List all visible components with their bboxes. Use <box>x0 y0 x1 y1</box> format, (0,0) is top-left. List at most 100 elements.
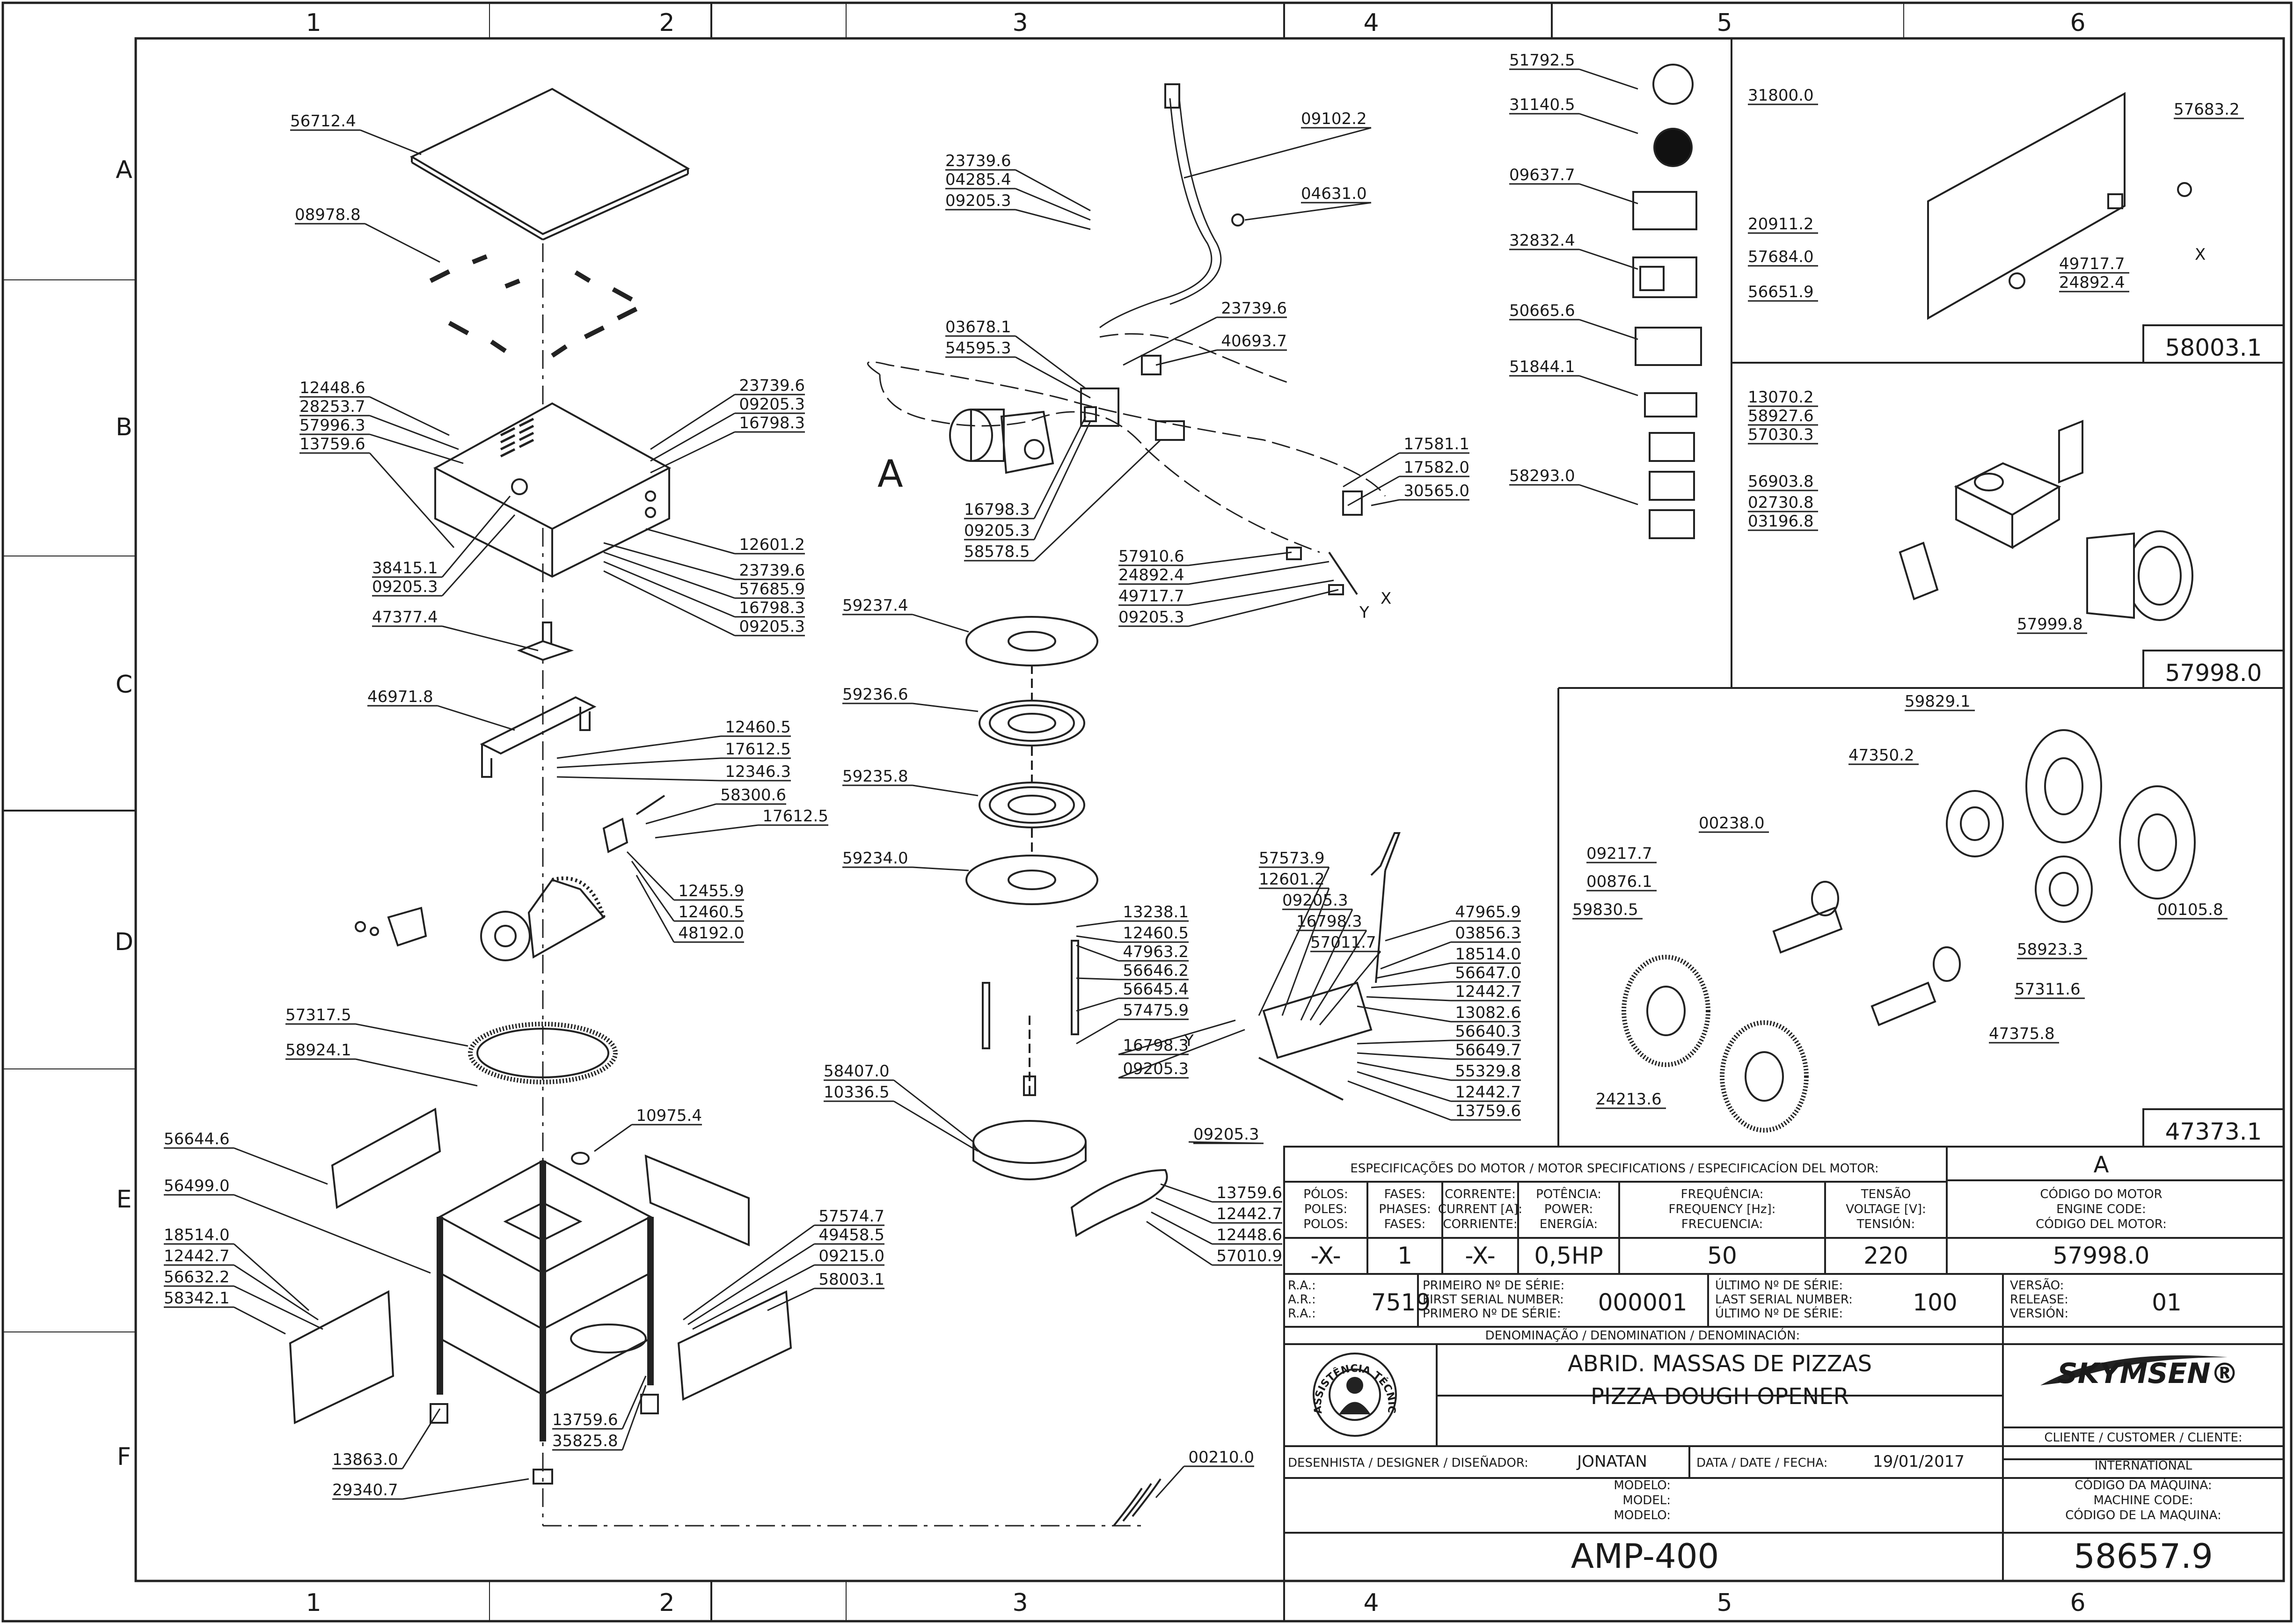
leader-line <box>1371 499 1400 506</box>
row-label: F <box>117 1443 131 1471</box>
leader-line <box>692 1264 815 1330</box>
leader-line <box>556 776 721 782</box>
part-number-label: 13759.6 <box>300 435 365 454</box>
detail-part-number: 00105.8 <box>2157 900 2223 919</box>
machine-code-label: CÓDIGO DA MÁQUINA: <box>2075 1478 2212 1492</box>
column-label: 1 <box>306 1589 321 1617</box>
part-number-label: 17582.0 <box>1403 458 1469 477</box>
column-label: 4 <box>1363 9 1379 37</box>
detail-part-number: 00238.0 <box>1699 814 1765 833</box>
designer-value: JONATAN <box>1576 1452 1647 1471</box>
leader-line <box>1579 183 1638 205</box>
leader-line <box>687 1243 815 1325</box>
leader-line <box>1033 439 1162 562</box>
part-number-label: 09205.3 <box>739 395 805 414</box>
leader-line <box>1076 944 1119 962</box>
leader-line <box>645 803 716 825</box>
motor-spec-label: PÓLOS: <box>1303 1186 1348 1201</box>
leader-line <box>1357 1071 1451 1102</box>
column-grid <box>3 3 1904 1621</box>
column-label: 3 <box>1012 9 1028 37</box>
leader-line <box>1015 188 1091 221</box>
leader-line <box>1155 349 1217 366</box>
part-number-label: 09102.2 <box>1301 110 1367 128</box>
client-label: CLIENTE / CUSTOMER / CLIENTE: <box>2044 1431 2242 1445</box>
roller-discs <box>965 616 1401 1527</box>
detail-part-number: 47350.2 <box>1848 746 1914 765</box>
leader-line <box>1357 1052 1451 1060</box>
leader-line <box>893 1079 974 1143</box>
leader-line <box>1033 421 1091 540</box>
motor-spec-label: CORRIENTE: <box>1443 1217 1517 1231</box>
part-number-label: 12455.9 <box>678 882 744 900</box>
leader-line <box>767 1287 815 1311</box>
motor-spec-label: FREQUENCY [Hz]: <box>1669 1202 1776 1216</box>
part-number-label: 59234.0 <box>842 849 908 868</box>
part-number-label: 56632.2 <box>164 1268 230 1287</box>
leader-line <box>912 614 969 633</box>
leader-line <box>441 496 511 578</box>
motor-spec-label: ENGINE CODE: <box>2056 1202 2146 1216</box>
leader-line <box>1579 484 1638 505</box>
leader-line <box>1579 375 1638 396</box>
version-value: 01 <box>2152 1289 2182 1316</box>
part-number-label: 57011.7 <box>1310 933 1376 952</box>
product-name-pt: ABRID. MASSAS DE PIZZAS <box>1568 1351 1872 1377</box>
part-number-label: 16798.3 <box>1123 1036 1189 1055</box>
axis-label: X <box>2195 245 2206 264</box>
part-number-label: 09205.3 <box>964 521 1030 540</box>
part-number-label: 12460.5 <box>678 903 744 922</box>
leader-line <box>437 705 515 731</box>
leader-line <box>893 1100 979 1152</box>
ra-label: R.A.: <box>1288 1279 1316 1293</box>
motor-spec-label: TENSIÓN: <box>1856 1216 1915 1231</box>
column-label: 2 <box>659 1589 674 1617</box>
axis-label: X <box>1381 589 1391 608</box>
leader-line <box>1118 1029 1245 1079</box>
part-number-label: 12442.7 <box>164 1247 230 1266</box>
part-number-label: 59235.8 <box>842 767 908 786</box>
part-number-label: 17612.5 <box>762 807 828 826</box>
first-serial-label: PRIMERO Nº DE SÉRIE: <box>1423 1306 1561 1321</box>
leader-line <box>556 757 721 768</box>
part-number-label: 56712.4 <box>290 112 356 131</box>
leader-line <box>1188 1141 1264 1144</box>
part-number-label: 56499.0 <box>164 1177 230 1195</box>
part-number-label: 16798.3 <box>1296 912 1362 931</box>
motor-spec-label: POLOS: <box>1303 1217 1348 1231</box>
part-number-label: 23739.6 <box>945 152 1011 170</box>
part-number-label: 23739.6 <box>1221 299 1287 318</box>
leader-line <box>1151 1211 1213 1245</box>
decal-part-number: 51844.1 <box>1509 358 1575 376</box>
row-label: C <box>116 671 132 699</box>
leader-line <box>912 866 969 871</box>
brand-swoosh <box>2040 1355 2228 1385</box>
leader-line <box>1076 920 1119 928</box>
column-label: 3 <box>1012 1589 1028 1617</box>
part-number-label: 09215.0 <box>818 1247 884 1266</box>
part-number-label: 09205.3 <box>372 578 438 596</box>
leader-line <box>234 1194 431 1274</box>
column-label: 2 <box>659 9 674 37</box>
leader-line <box>1033 416 1087 519</box>
part-number-label: 13759.6 <box>1455 1102 1521 1120</box>
motor-spec-label: PHASES: <box>1379 1202 1431 1216</box>
part-number-label: 12346.3 <box>725 762 791 781</box>
part-number-label: 57475.9 <box>1123 1001 1189 1020</box>
part-number-label: 56644.6 <box>164 1130 230 1149</box>
leader-line <box>1015 209 1091 230</box>
leader-line <box>234 1147 328 1185</box>
model-value: AMP-400 <box>1571 1536 1719 1576</box>
decal-part-number: 09637.7 <box>1509 166 1575 184</box>
part-number-label: 13759.6 <box>552 1411 618 1429</box>
detail-panel-id: 58003.1 <box>2165 334 2262 361</box>
leader-line <box>636 875 675 943</box>
part-number-label: 12601.2 <box>739 535 805 554</box>
revision-letter: A <box>2094 1152 2109 1178</box>
detail-part-number: 02730.8 <box>1748 493 1814 512</box>
last-serial-label: ÚLTIMO Nº DE SÉRIE: <box>1715 1306 1843 1321</box>
leader-line <box>1188 561 1330 585</box>
detail-part-number: 24213.6 <box>1596 1090 1662 1109</box>
detail-part-number: 24892.4 <box>2059 273 2125 292</box>
